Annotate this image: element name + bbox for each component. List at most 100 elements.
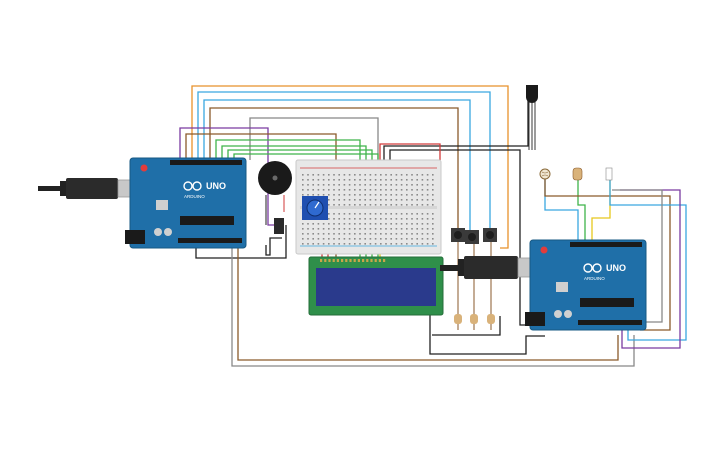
- wire-blue-sensor[interactable]: [544, 178, 579, 240]
- breadboard-hole: [369, 213, 372, 215]
- temperature-sensor[interactable]: [526, 85, 538, 150]
- breadboard-hole: [338, 179, 340, 181]
- breadboard-hole: [380, 213, 382, 215]
- resistor-1[interactable]: [454, 242, 462, 330]
- breadboard-hole: [317, 243, 320, 245]
- lcd-16x2[interactable]: [308, 256, 444, 316]
- breadboard-hole: [395, 238, 398, 240]
- breadboard-hole: [385, 228, 387, 230]
- breadboard-hole: [426, 243, 429, 245]
- wires: [179, 85, 687, 367]
- push-button-2[interactable]: [465, 230, 479, 244]
- photoresistor[interactable]: [539, 168, 551, 180]
- usb-port: [556, 282, 568, 292]
- breadboard-hole: [411, 223, 413, 225]
- breadboard-hole: [395, 204, 398, 206]
- wire-blue-top-1[interactable]: [197, 91, 491, 232]
- wire-brown-bottom[interactable]: [237, 245, 619, 361]
- wire-black-left[interactable]: [195, 225, 287, 259]
- arduino-uno-right[interactable]: UNO ARDUINO: [525, 239, 647, 331]
- resistor-3[interactable]: [487, 242, 495, 330]
- breadboard-hole: [390, 204, 392, 206]
- breadboard-hole: [374, 238, 377, 240]
- resistor-right[interactable]: [572, 167, 583, 181]
- breadboard-hole: [312, 228, 314, 230]
- breadboard-hole: [354, 184, 356, 186]
- breadboard-hole: [307, 238, 309, 240]
- breadboard-hole: [385, 194, 387, 196]
- breadboard-hole: [374, 243, 377, 245]
- wire-gray-top[interactable]: [249, 117, 379, 160]
- breadboard-hole: [390, 179, 392, 181]
- breadboard-hole: [359, 228, 361, 230]
- wire-black-top-2[interactable]: [383, 96, 529, 165]
- reset-button[interactable]: [140, 164, 148, 172]
- breadboard-hole: [312, 233, 314, 235]
- breadboard-hole: [385, 223, 387, 225]
- breadboard-hole: [338, 238, 340, 240]
- potentiometer[interactable]: [302, 196, 328, 220]
- breadboard-hole: [416, 218, 418, 220]
- small-component-right[interactable]: [605, 167, 613, 181]
- breadboard-hole: [322, 184, 325, 186]
- breadboard-hole: [359, 204, 361, 206]
- breadboard-hole: [432, 228, 434, 230]
- wire-gray-right[interactable]: [612, 189, 663, 323]
- breadboard-hole: [421, 213, 424, 215]
- wire-purple-left[interactable]: [179, 127, 278, 226]
- breadboard-hole: [395, 194, 398, 196]
- breadboard-hole: [322, 189, 325, 191]
- breadboard-hole: [328, 189, 330, 191]
- breadboard-hole: [354, 199, 356, 201]
- push-button-3[interactable]: [483, 228, 497, 242]
- breadboard-hole: [359, 179, 361, 181]
- infinity-logo-icon: [583, 263, 602, 273]
- breadboard-hole: [364, 174, 366, 176]
- breadboard-hole: [307, 184, 309, 186]
- breadboard-hole: [400, 213, 403, 215]
- wire-blue-right[interactable]: [609, 180, 687, 341]
- breadboard-hole: [385, 189, 387, 191]
- power-jack: [125, 230, 145, 244]
- breadboard-hole: [395, 179, 398, 181]
- lcd-pin: [345, 259, 348, 262]
- breadboard-hole: [432, 189, 434, 191]
- push-button-1[interactable]: [451, 228, 465, 242]
- wire-black-buttons[interactable]: [429, 258, 545, 355]
- breadboard-hole: [333, 223, 335, 225]
- breadboard-hole: [343, 184, 346, 186]
- breadboard-hole: [328, 174, 330, 176]
- wire-black-left-2[interactable]: [265, 237, 282, 256]
- pin-header: [274, 218, 284, 234]
- breadboard-hole: [322, 174, 325, 176]
- breadboard-hole: [421, 174, 424, 176]
- breadboard-hole: [432, 184, 434, 186]
- breadboard-hole: [322, 223, 325, 225]
- breadboard-hole: [322, 233, 325, 235]
- wire-orange-top[interactable]: [191, 85, 509, 249]
- wire-brown-right[interactable]: [544, 178, 671, 331]
- breadboard-hole: [348, 228, 351, 230]
- wire-black-buttons-2[interactable]: [432, 316, 501, 336]
- wire-yellow-sensor[interactable]: [591, 180, 611, 240]
- breadboard-hole: [380, 228, 382, 230]
- breadboard-hole: [416, 184, 418, 186]
- piezo-buzzer[interactable]: [258, 161, 292, 225]
- wire-green-sensor[interactable]: [577, 178, 586, 240]
- breadboard-hole: [416, 194, 418, 196]
- breadboard-hole: [322, 238, 325, 240]
- breadboard-hole: [432, 238, 434, 240]
- wire-blue-top-2[interactable]: [203, 99, 471, 232]
- breadboard-hole: [374, 174, 377, 176]
- lcd-pin: [320, 259, 323, 262]
- breadboard[interactable]: [295, 159, 442, 255]
- breadboard-hole: [333, 184, 335, 186]
- lcd-pin: [341, 259, 344, 262]
- reset-button[interactable]: [540, 246, 548, 254]
- breadboard-hole: [348, 184, 351, 186]
- arduino-uno-left[interactable]: UNO ARDUINO: [125, 157, 247, 249]
- wire-gray-bottom[interactable]: [231, 245, 635, 367]
- breadboard-hole: [328, 204, 330, 206]
- breadboard-hole: [328, 243, 330, 245]
